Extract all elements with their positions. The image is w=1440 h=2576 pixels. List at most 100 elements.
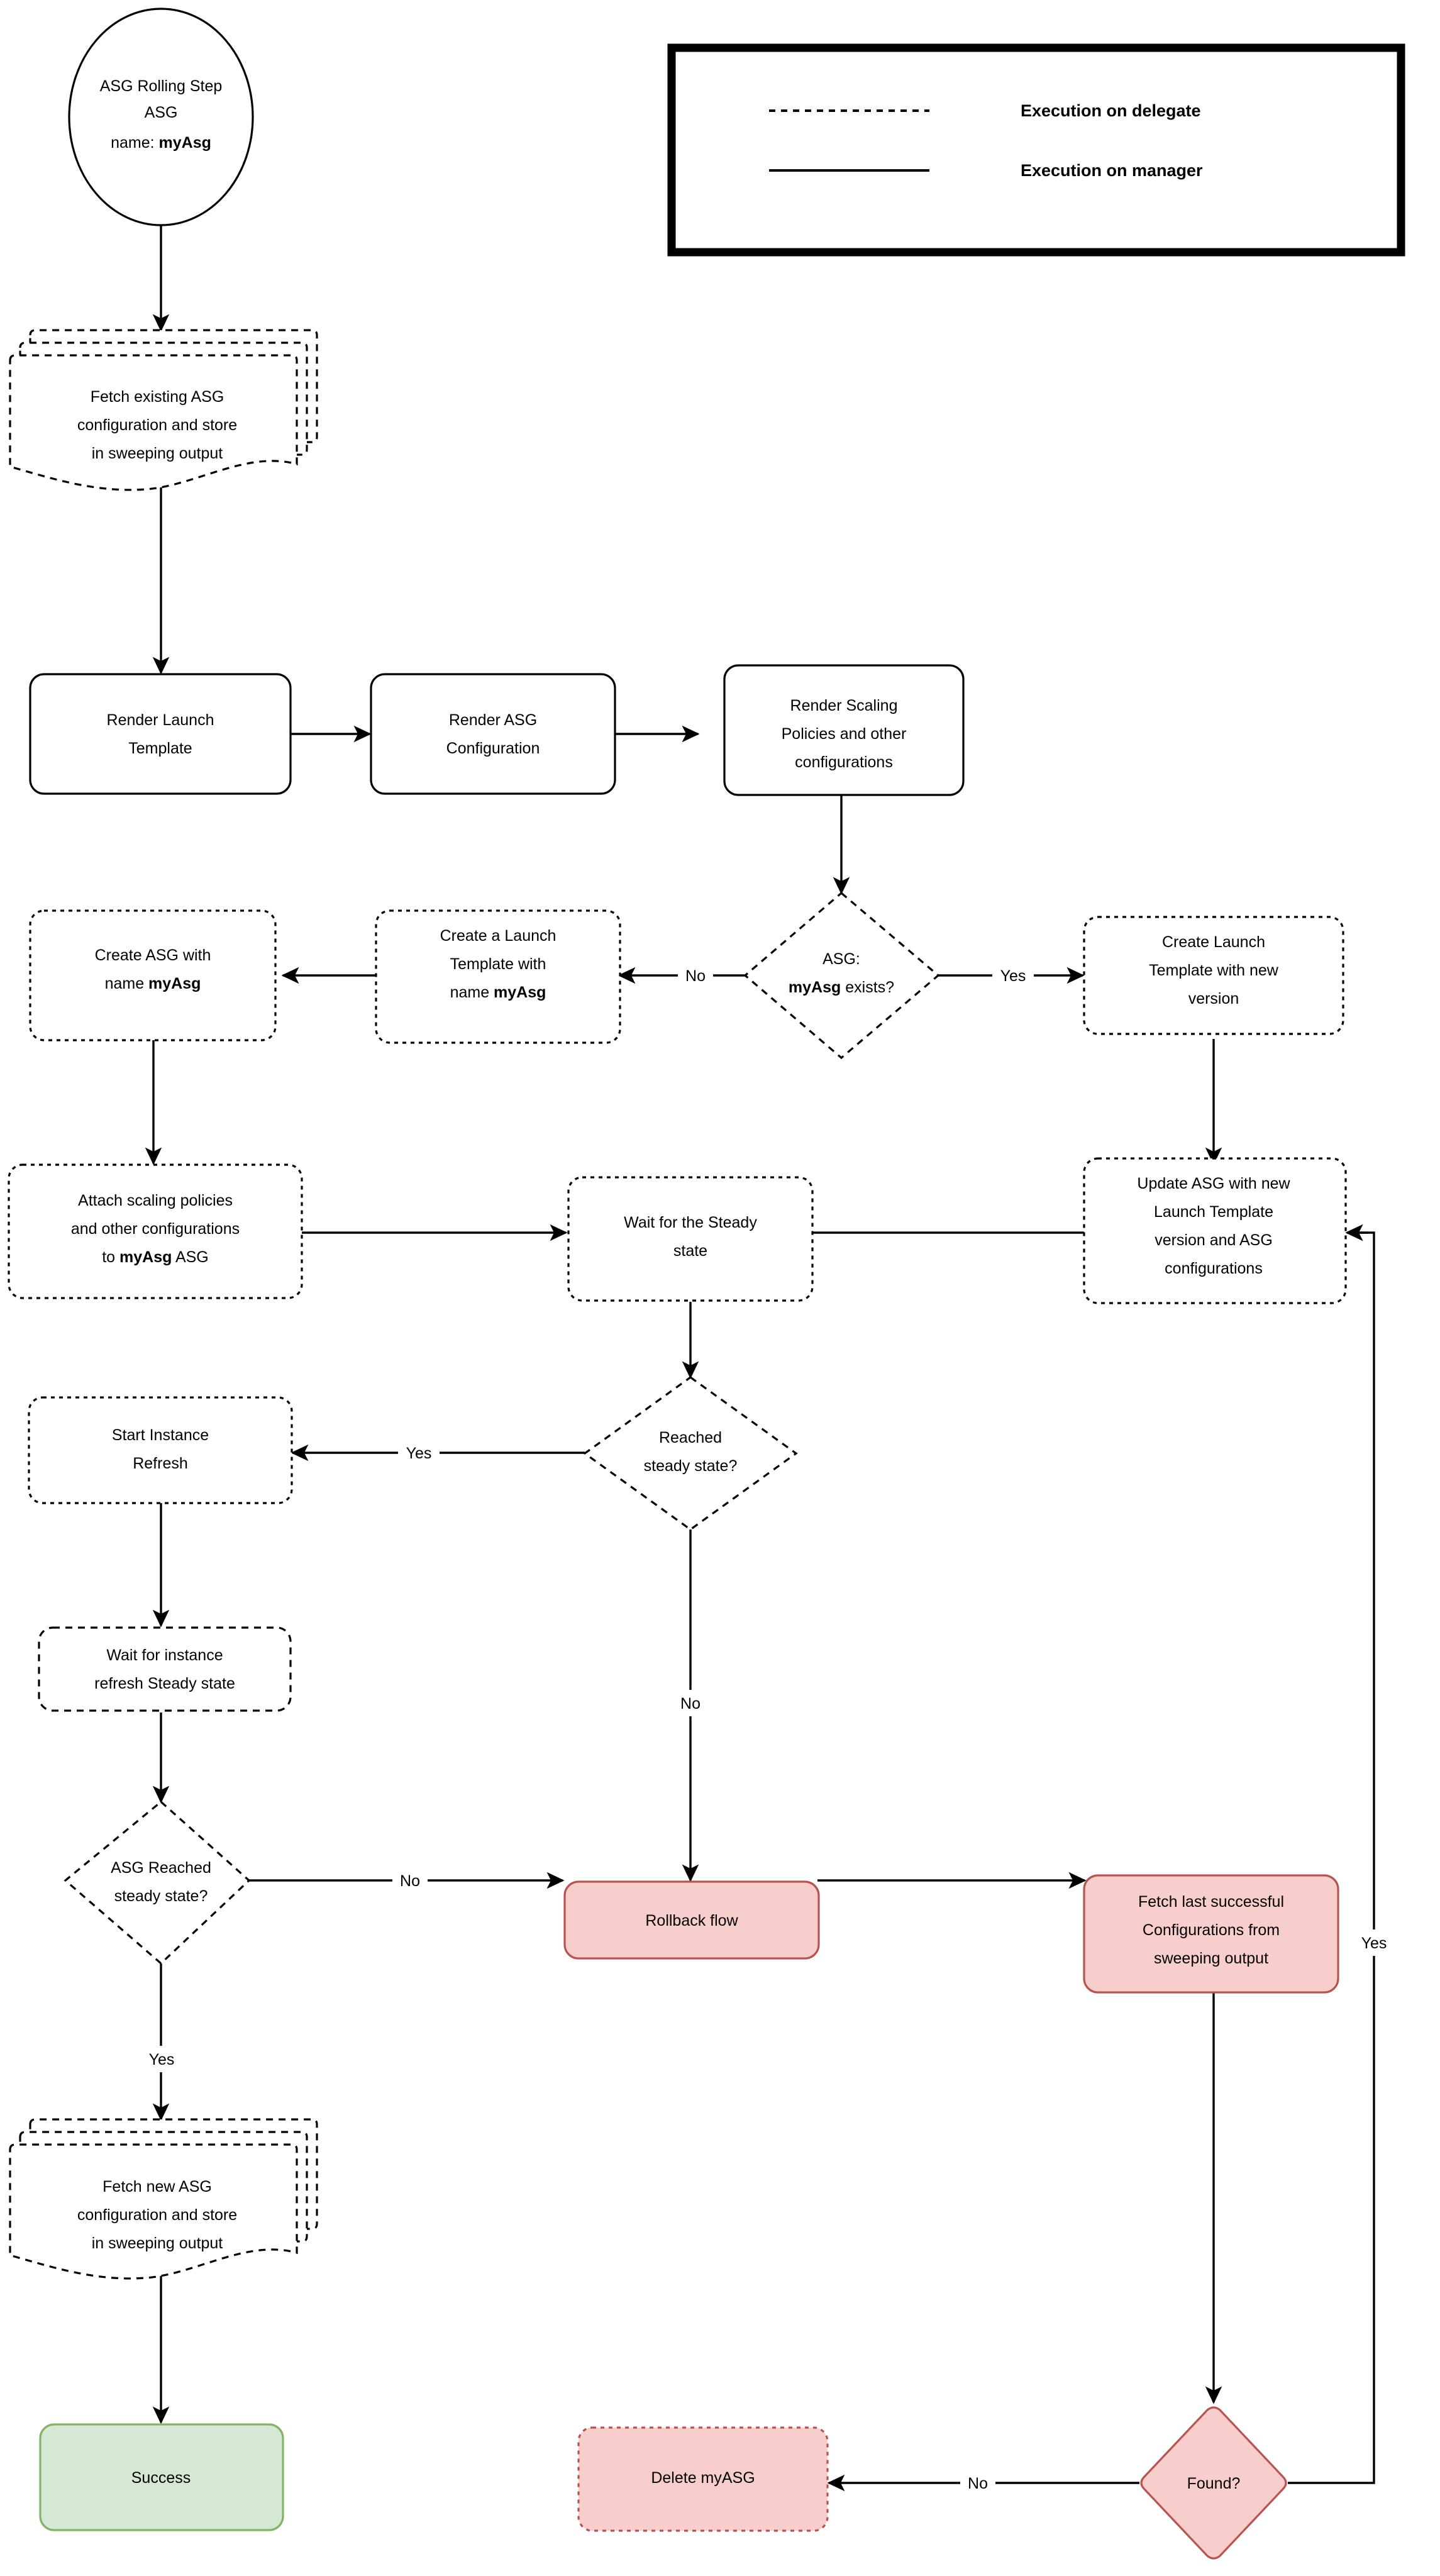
render-scaling-line3: configurations [795,753,893,771]
node-reached-steady-state-decision[interactable]: Reached steady state? [583,1376,798,1531]
asg-reached-steady-line1: ASG Reached [111,1859,211,1877]
edge-label-found-no: No [960,2470,995,2496]
edge-label-found-no-text: No [968,2475,988,2492]
legend-label-delegate: Execution on delegate [1021,101,1201,120]
attach-policies-line1: Attach scaling policies [78,1192,233,1209]
render-asg-configuration-line1: Render ASG [449,711,537,729]
edge-labels: No Yes Yes No No Yes No Yes [141,963,1395,2496]
attach-scaling-policies-box[interactable] [8,1163,303,1299]
fetch-existing-doc-front[interactable] [9,354,298,491]
asg-exists-line2-bold: myAsg [789,979,841,996]
update-asg-line1: Update ASG with new [1137,1175,1290,1192]
fetch-existing-line1: Fetch existing ASG [91,388,224,406]
edge-label-asg-reached-no: No [392,1868,428,1893]
node-wait-for-steady-state[interactable]: Wait for the Steady state [567,1176,814,1302]
render-launch-template-line1: Render Launch [107,711,214,729]
start-line1: ASG Rolling Step [100,77,223,95]
start-line3: name: myAsg [111,134,211,152]
start-line3-prefix: name: [111,134,158,152]
edge-label-exists-yes: Yes [992,963,1034,989]
node-render-launch-template[interactable]: Render Launch Template [29,673,292,795]
create-asg-line2: name myAsg [105,975,201,992]
asg-reached-steady-state-diamond[interactable] [64,1800,251,1965]
start-instance-refresh-line1: Start Instance [112,1426,209,1444]
node-rollback-flow[interactable]: Rollback flow [563,1880,820,1960]
update-asg-line2: Launch Template [1154,1203,1273,1221]
render-scaling-line1: Render Scaling [790,697,898,714]
attach-policies-line3-prefix: to [102,1248,119,1266]
node-asg-exists-decision[interactable]: ASG: myAsg exists? [743,891,940,1060]
fetch-last-successful-box[interactable] [1083,1874,1339,1994]
fetch-new-doc-front[interactable] [9,2143,298,2280]
asg-reached-steady-line2: steady state? [114,1887,208,1905]
create-launch-template-new-version-box[interactable] [1083,916,1344,1035]
create-a-launch-template-box[interactable] [375,909,621,1044]
render-asg-configuration-box[interactable] [370,673,616,795]
edge-label-asg-reached-yes-text: Yes [149,2051,175,2068]
wait-steady-line1: Wait for the Steady [624,1214,757,1231]
node-fetch-new-asg-config[interactable]: Fetch new ASG configuration and store in… [9,2118,318,2280]
fetch-existing-line2: configuration and store [77,416,237,434]
edge-label-asg-reached-yes: Yes [141,2046,182,2072]
asg-exists-line1: ASG: [822,950,860,968]
delete-myasg-box[interactable] [577,2426,829,2532]
node-wait-instance-refresh[interactable]: Wait for instance refresh Steady state [38,1626,292,1712]
create-asg-box[interactable] [29,909,277,1041]
node-success[interactable]: Success [39,2423,284,2531]
rollback-flow-box[interactable] [563,1880,820,1960]
fetch-last-successful-line1: Fetch last successful [1138,1893,1284,1911]
wait-for-steady-state-box[interactable] [567,1176,814,1302]
edge-label-asg-reached-no-text: No [400,1872,420,1890]
attach-policies-line3-suffix: ASG [172,1248,208,1266]
node-start[interactable]: ASG Rolling Step ASG name: myAsg [68,8,254,226]
wait-instance-refresh-line2: refresh Steady state [94,1675,235,1692]
found-diamond[interactable] [1140,2406,1287,2560]
reached-steady-line2: steady state? [644,1457,738,1475]
fetch-new-asg-line3: in sweeping output [92,2235,223,2252]
edges [145,225,1375,2492]
render-launch-template-box[interactable] [29,673,292,795]
edge-label-reached-yes-text: Yes [406,1445,432,1462]
attach-policies-line3-bold: myAsg [119,1248,172,1266]
node-create-launch-template-new-version[interactable]: Create Launch Template with new version [1083,916,1344,1035]
legend-label-manager: Execution on manager [1021,161,1203,180]
asg-exists-line2: myAsg exists? [789,979,894,996]
node-create-a-launch-template[interactable]: Create a Launch Template with name myAsg [375,909,621,1044]
create-asg-line1: Create ASG with [95,947,211,964]
node-attach-scaling-policies[interactable]: Attach scaling policies and other config… [8,1163,303,1299]
start-line3-bold: myAsg [159,134,211,152]
success-box[interactable] [39,2423,284,2531]
fetch-last-successful-line3: sweeping output [1154,1950,1268,1967]
fetch-new-asg-line2: configuration and store [77,2206,237,2224]
success-label: Success [131,2469,191,2487]
start-ellipse[interactable] [68,8,254,226]
node-start-instance-refresh[interactable]: Start Instance Refresh [28,1396,293,1504]
edge-label-exists-yes-text: Yes [1000,967,1026,985]
create-a-lt-line3-bold: myAsg [494,984,546,1001]
update-asg-line4: configurations [1165,1260,1263,1277]
node-fetch-last-successful[interactable]: Fetch last successful Configurations fro… [1083,1874,1339,1994]
fetch-new-asg-line1: Fetch new ASG [102,2178,212,2196]
create-lt-new-line2: Template with new [1149,962,1279,979]
start-instance-refresh-box[interactable] [28,1396,293,1504]
asg-exists-diamond[interactable] [743,891,940,1060]
node-render-asg-configuration[interactable]: Render ASG Configuration [370,673,616,795]
reached-steady-state-diamond[interactable] [583,1376,798,1531]
node-update-asg[interactable]: Update ASG with new Launch Template vers… [1083,1157,1347,1304]
create-a-lt-line1: Create a Launch [440,927,557,945]
update-asg-box[interactable] [1083,1157,1347,1304]
render-scaling-policies-box[interactable] [723,664,965,796]
node-fetch-existing-config[interactable]: Fetch existing ASG configuration and sto… [9,329,318,491]
create-lt-new-line3: version [1188,990,1239,1008]
rollback-flow-label: Rollback flow [645,1912,738,1929]
attach-policies-line2: and other configurations [71,1220,240,1238]
node-delete-myasg[interactable]: Delete myASG [577,2426,829,2532]
node-found-decision[interactable]: Found? [1140,2406,1287,2560]
wait-instance-refresh-box[interactable] [38,1626,292,1712]
node-render-scaling-policies[interactable]: Render Scaling Policies and other config… [723,664,965,796]
wait-steady-line2: state [673,1242,707,1260]
node-create-asg[interactable]: Create ASG with name myAsg [29,909,277,1041]
node-asg-reached-steady-state-decision[interactable]: ASG Reached steady state? [64,1800,251,1965]
